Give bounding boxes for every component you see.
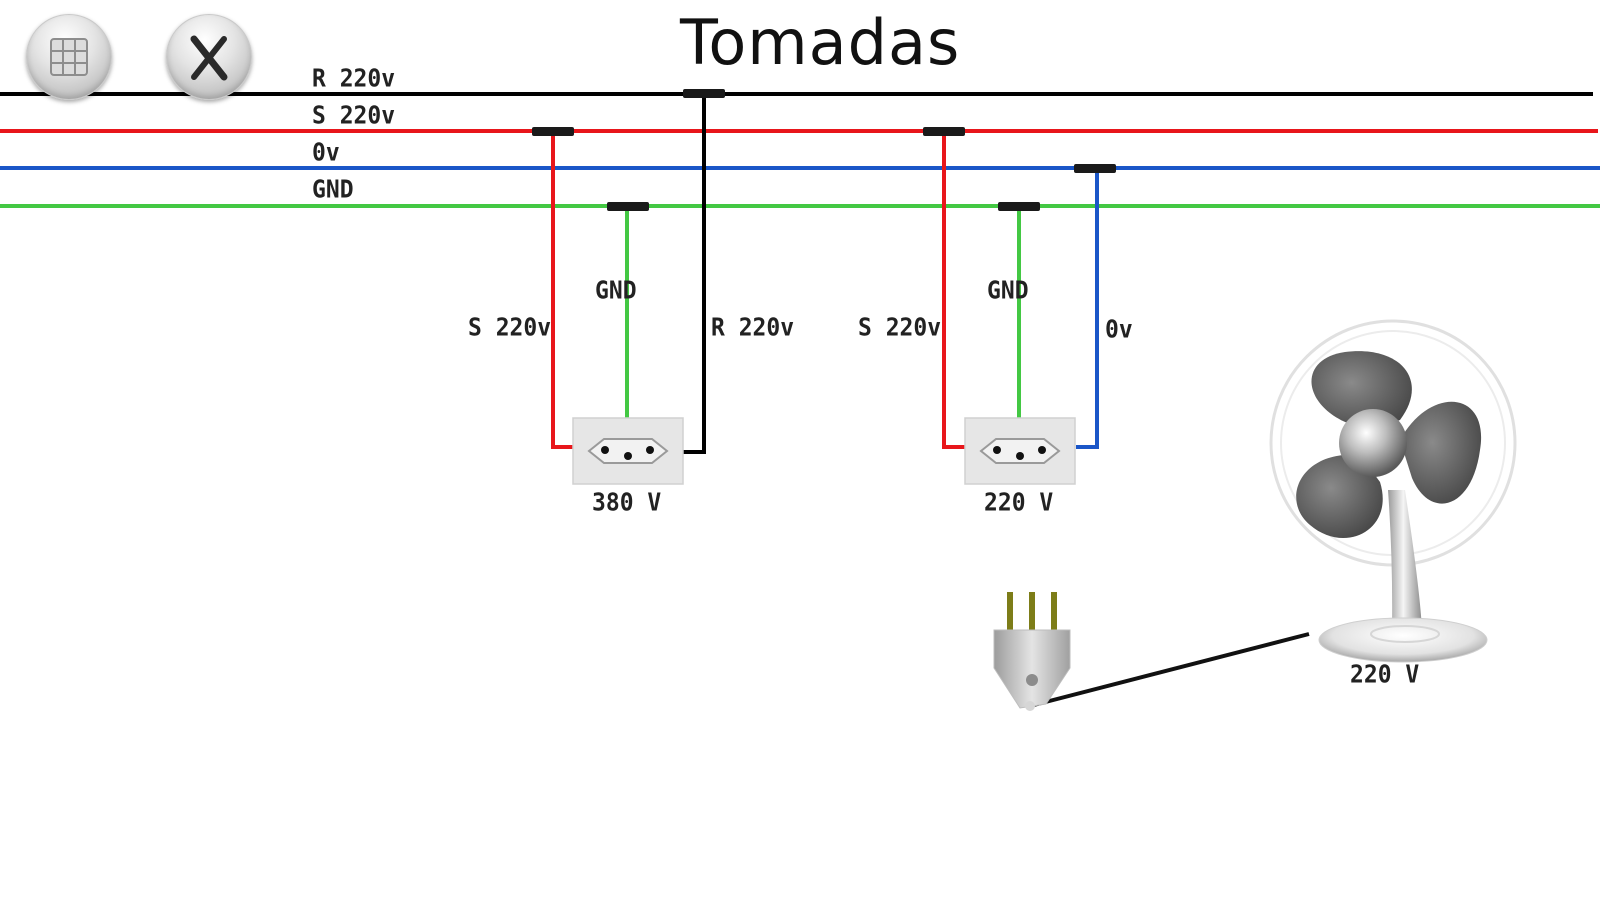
wire-0v-to-outlet-220 [1076,168,1099,449]
tap-s-1 [532,127,574,136]
wire-label-s: S 220v [858,313,942,342]
outlet-voltage-label: 220 V [984,488,1054,517]
outlet-220v[interactable] [964,417,1076,485]
plug-icon[interactable] [993,592,1071,711]
wire-label-gnd: GND [987,276,1029,305]
power-cord [1029,632,1310,708]
wire-label-0v: 0v [1105,315,1133,344]
tap-0v-2 [1074,164,1116,173]
socket-face [587,438,669,464]
close-x-icon [190,35,228,81]
outlet-voltage-label: 380 V [592,488,662,517]
close-button[interactable] [166,14,252,100]
bus-label-gnd: GND [312,175,354,204]
wire-s-to-outlet-220 [942,131,966,449]
bus-label-r: R 220v [312,64,396,93]
appliance-voltage-label: 220 V [1350,660,1420,689]
fan-icon[interactable] [1269,319,1517,663]
wire-label-r: R 220v [711,313,795,342]
wire-label-gnd: GND [595,276,637,305]
bus-label-s: S 220v [312,101,396,130]
tap-gnd-1 [607,202,649,211]
page-title: Tomadas [680,6,961,79]
bus-label-0v: 0v [312,138,340,167]
wire-r-to-outlet-380 [683,94,706,454]
wire-label-s: S 220v [468,313,552,342]
outlet-380v[interactable] [572,417,684,485]
tap-r-1 [683,89,725,98]
tap-s-2 [923,127,965,136]
socket-face [979,438,1061,464]
grid-icon [50,38,88,76]
tap-gnd-2 [998,202,1040,211]
menu-button[interactable] [26,14,112,100]
wire-s-to-outlet-380 [551,131,574,449]
